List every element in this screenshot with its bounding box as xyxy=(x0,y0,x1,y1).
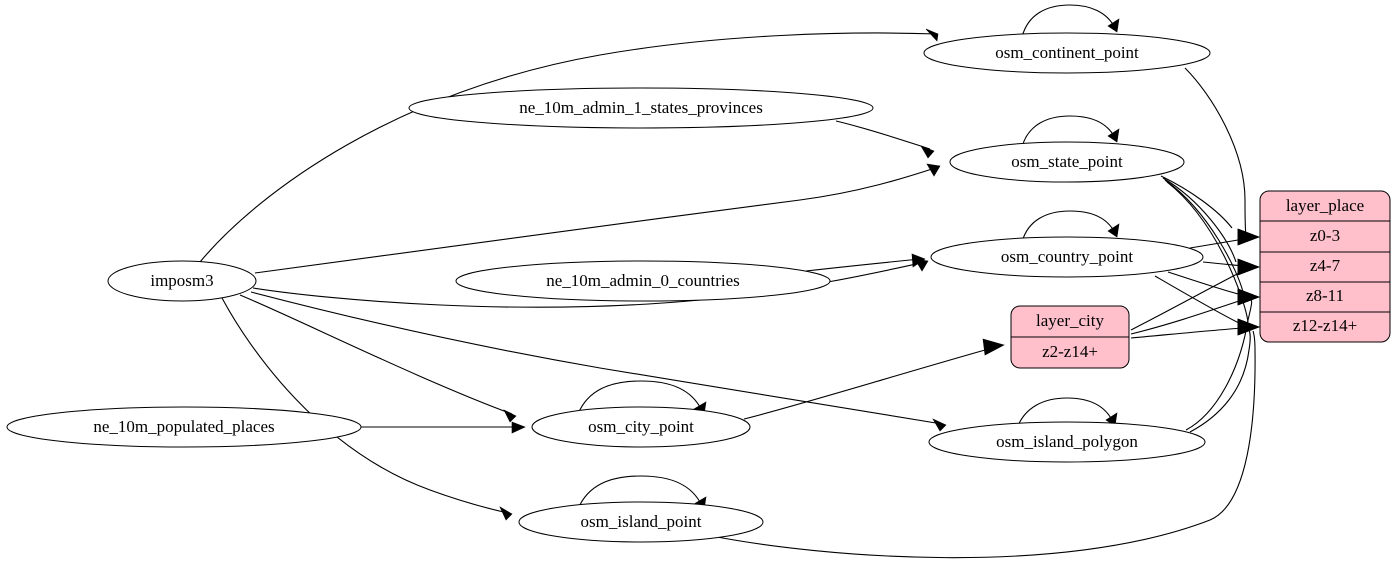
node-imposm3-label: imposm3 xyxy=(150,271,213,290)
node-osm-country-point-label: osm_country_point xyxy=(1001,247,1133,266)
node-ne-admin1-label: ne_10m_admin_1_states_provinces xyxy=(519,98,763,117)
edge-osm-city-point-to-layer-city xyxy=(743,338,1005,420)
edge-osm-island-polygon-to-layer-place-z8-11 xyxy=(1185,288,1260,431)
edge-osm-island-polygon-to-layer-place-z12-z14 xyxy=(1189,318,1260,433)
edge-imposm3-to-osm-city-point xyxy=(239,294,517,423)
node-osm-continent-point[interactable]: osm_continent_point xyxy=(923,32,1211,74)
node-osm-country-point[interactable]: osm_country_point xyxy=(930,236,1204,278)
edge-ne-admin1-to-osm-state-point xyxy=(835,120,935,159)
edge-imposm3-to-osm-continent-point xyxy=(199,28,939,263)
node-osm-island-polygon[interactable]: osm_island_polygon xyxy=(928,421,1206,463)
node-osm-island-polygon-label: osm_island_polygon xyxy=(996,432,1138,451)
node-imposm3[interactable]: imposm3 xyxy=(107,260,257,302)
node-osm-island-point[interactable]: osm_island_point xyxy=(518,501,764,543)
edge-self-loop-osm-state-point xyxy=(1021,115,1120,148)
layer-city-row-z2-z14: z2-z14+ xyxy=(1042,342,1098,361)
edge-self-loop-osm-country-point xyxy=(1021,210,1120,243)
record-node-layer-place[interactable]: layer_place z0-3 z4-7 z8-11 z12-z14+ xyxy=(1259,190,1391,343)
node-osm-city-point[interactable]: osm_city_point xyxy=(531,406,751,448)
node-osm-continent-point-label: osm_continent_point xyxy=(995,43,1139,62)
edge-layer xyxy=(199,4,1260,559)
record-node-layer-city[interactable]: layer_city z2-z14+ xyxy=(1010,305,1130,369)
layer-city-title: layer_city xyxy=(1036,311,1104,330)
node-ne-10m-populated-places[interactable]: ne_10m_populated_places xyxy=(6,406,362,448)
layer-place-row-z12-z14: z12-z14+ xyxy=(1293,316,1357,335)
node-ne-populated-label: ne_10m_populated_places xyxy=(93,417,274,436)
edge-osm-country-point-to-layer-place-z0-3 xyxy=(1189,228,1260,249)
edge-ne-populated-to-osm-city-point xyxy=(361,421,526,434)
node-ne-admin0-label: ne_10m_admin_0_countries xyxy=(546,271,740,290)
node-ne-10m-admin-1-states-provinces[interactable]: ne_10m_admin_1_states_provinces xyxy=(408,87,874,129)
node-osm-city-point-label: osm_city_point xyxy=(588,417,694,436)
edge-ne-admin0-to-osm-country-point xyxy=(805,253,926,272)
node-ne-10m-admin-0-countries[interactable]: ne_10m_admin_0_countries xyxy=(455,260,831,302)
node-osm-state-point[interactable]: osm_state_point xyxy=(949,141,1185,183)
edge-layer-city-to-layer-place-z4-7 xyxy=(1130,258,1260,331)
node-osm-island-point-label: osm_island_point xyxy=(581,512,702,531)
node-layer: imposm3 ne_10m_admin_1_states_provinces … xyxy=(6,32,1211,543)
edge-imposm3-to-osm-island-point xyxy=(221,297,513,521)
edge-imposm3-to-osm-state-point xyxy=(254,163,941,274)
layer-place-title: layer_place xyxy=(1286,196,1364,215)
layer-place-row-z8-11: z8-11 xyxy=(1306,286,1344,305)
edge-self-loop-osm-continent-point xyxy=(1021,4,1120,38)
layer-place-row-z0-3: z0-3 xyxy=(1310,226,1340,245)
edge-osm-island-point-to-layer-place-z12-z14 xyxy=(711,318,1260,559)
node-osm-state-point-label: osm_state_point xyxy=(1011,152,1123,171)
edge-osm-continent-point-to-layer-place-z0-3 xyxy=(1184,67,1260,246)
edge-imposm3-to-osm-island-polygon xyxy=(250,291,947,432)
layer-place-row-z4-7: z4-7 xyxy=(1310,256,1341,275)
